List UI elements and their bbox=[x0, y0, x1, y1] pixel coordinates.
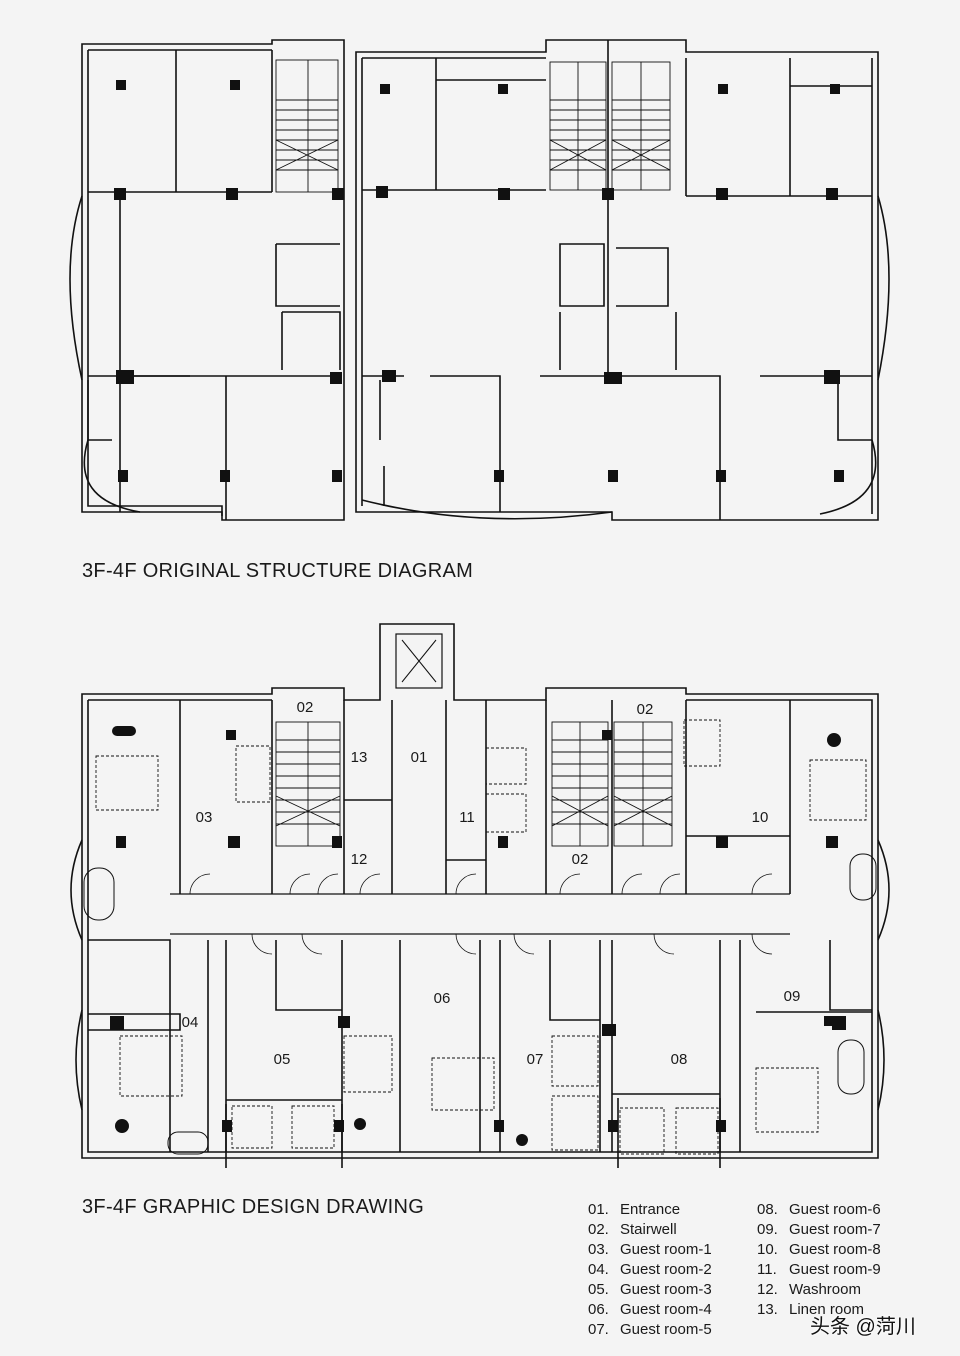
original-structure-title: 3F-4F ORIGINAL STRUCTURE DIAGRAM bbox=[82, 560, 474, 582]
legend-column-right: 08.Guest room-6 09.Guest room-7 10.Guest… bbox=[757, 1200, 881, 1320]
legend-item: 02.Stairwell bbox=[588, 1221, 677, 1238]
room-label-08: 08 bbox=[671, 1051, 688, 1068]
room-label-05: 05 bbox=[274, 1051, 291, 1068]
legend-item: 04.Guest room-2 bbox=[588, 1261, 712, 1278]
legend-item: 06.Guest room-4 bbox=[588, 1301, 712, 1318]
room-label-13: 13 bbox=[351, 749, 368, 766]
legend-item: 05.Guest room-3 bbox=[588, 1281, 712, 1298]
legend-item: 11.Guest room-9 bbox=[757, 1261, 881, 1278]
room-label-09: 09 bbox=[784, 988, 801, 1005]
legend-item: 13.Linen room bbox=[757, 1301, 865, 1318]
watermark: 头条 @菏川 bbox=[810, 1316, 916, 1338]
room-label-07: 07 bbox=[527, 1051, 544, 1068]
room-label-entrance: 01 bbox=[411, 749, 428, 766]
room-label-11: 11 bbox=[459, 809, 475, 826]
room-label-03: 03 bbox=[196, 809, 213, 826]
design-plan bbox=[70, 623, 890, 1168]
legend-column-left: 01.Entrance 02.Stairwell 03.Guest room-1… bbox=[588, 1200, 712, 1340]
legend-item: 07.Guest room-5 bbox=[588, 1321, 712, 1338]
room-labels: 01 02 02 02 03 04 05 06 07 08 09 10 11 1… bbox=[182, 699, 801, 1068]
room-label-12: 12 bbox=[351, 851, 368, 868]
legend-item: 08.Guest room-6 bbox=[757, 1201, 881, 1218]
legend-item: 03.Guest room-1 bbox=[588, 1241, 712, 1258]
legend-item: 09.Guest room-7 bbox=[757, 1221, 881, 1238]
room-label-stair-left: 02 bbox=[297, 699, 314, 716]
room-label-stair-right-bottom: 02 bbox=[572, 851, 589, 868]
room-label-stair-right-top: 02 bbox=[637, 701, 654, 718]
legend-item: 10.Guest room-8 bbox=[757, 1241, 881, 1258]
design-drawing-title: 3F-4F GRAPHIC DESIGN DRAWING bbox=[82, 1196, 425, 1218]
room-label-10: 10 bbox=[752, 809, 769, 826]
room-label-06: 06 bbox=[434, 990, 451, 1007]
original-structure-plan bbox=[69, 39, 890, 521]
room-label-04: 04 bbox=[182, 1014, 199, 1031]
legend-item: 01.Entrance bbox=[588, 1201, 681, 1218]
legend-item: 12.Washroom bbox=[757, 1281, 861, 1298]
